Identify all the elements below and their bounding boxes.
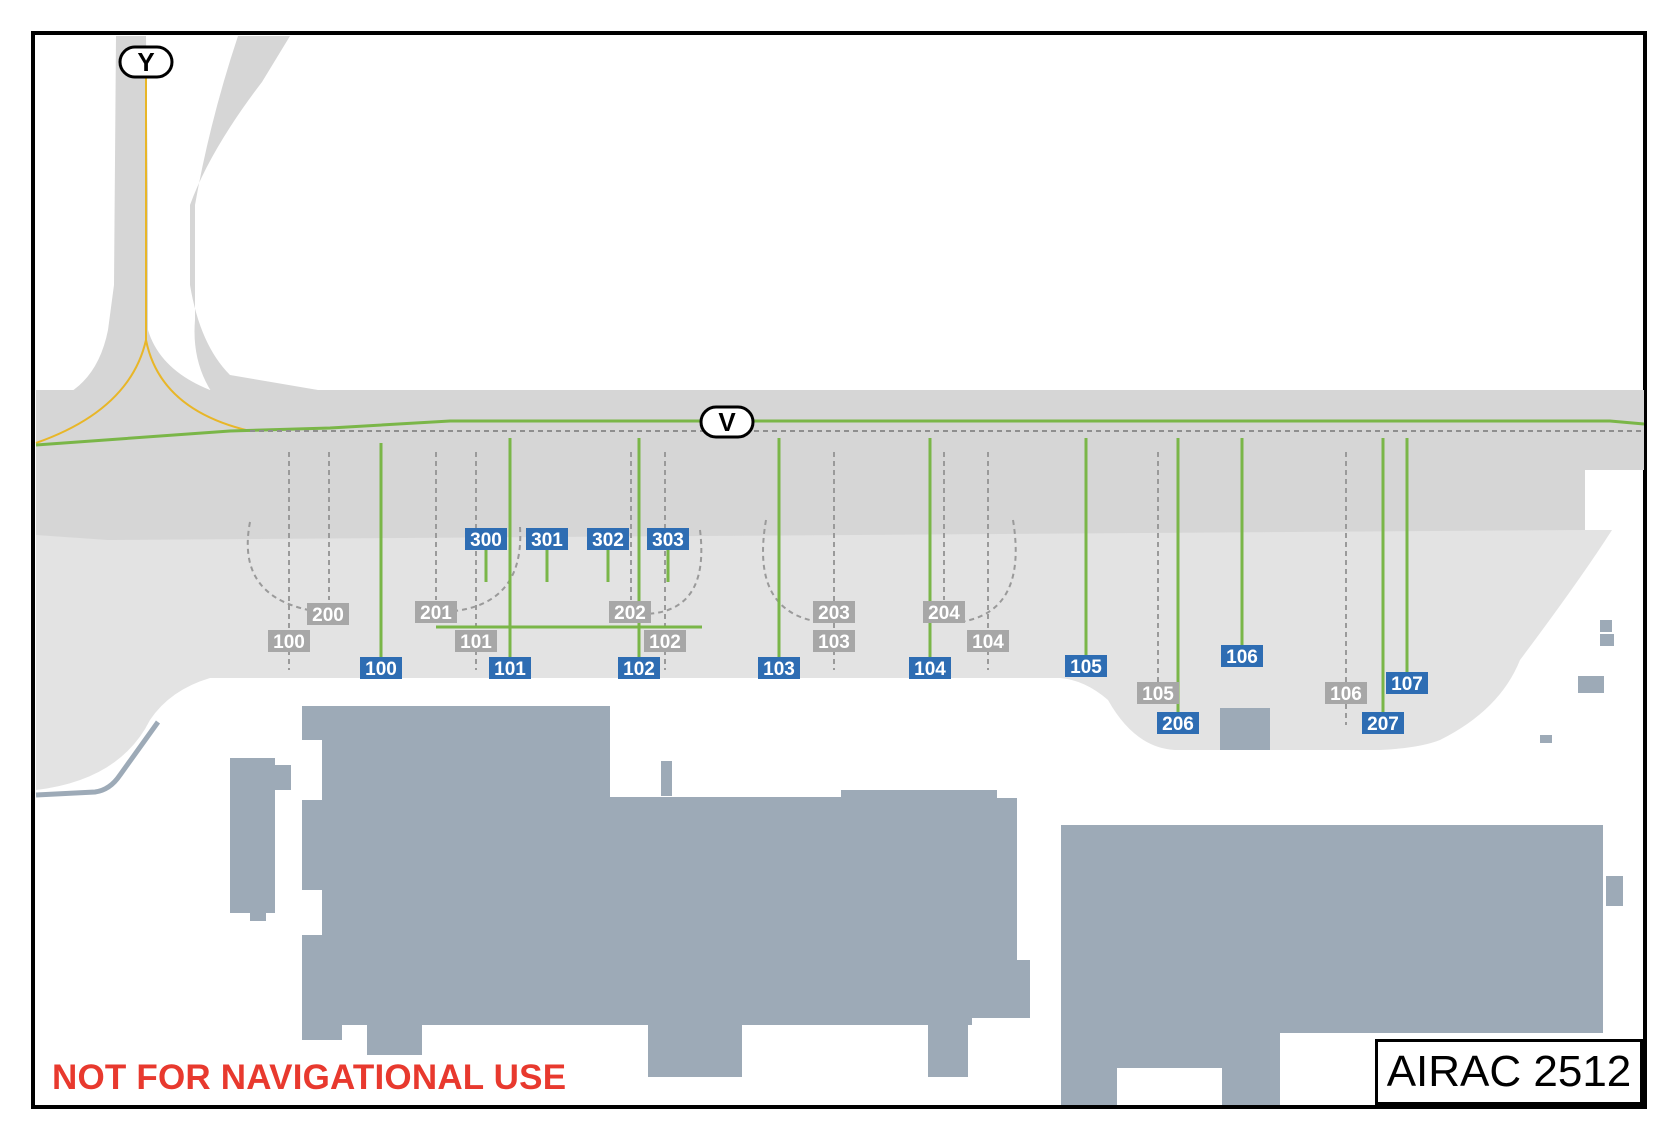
stand-104-text: 104 (914, 659, 946, 680)
alt-stand-label-105: 105 (1137, 682, 1179, 705)
alt-stand-203-text: 203 (818, 603, 850, 624)
alt-stand-204-text: 204 (928, 603, 960, 624)
stand-label-301: 301 (526, 528, 568, 551)
stand-303-text: 303 (652, 530, 684, 551)
alt-stand-label-106: 106 (1325, 682, 1367, 705)
airac-cycle-box: AIRAC 2512 (1375, 1039, 1643, 1105)
stand-label-103: 103 (758, 657, 800, 680)
alt-stand-label-204: 204 (923, 601, 965, 624)
alt-turn-arc (246, 521, 321, 613)
alt-stand-106-text: 106 (1330, 684, 1362, 705)
service-road (35, 720, 161, 798)
stand-label-302: 302 (587, 528, 629, 551)
stand-label-106: 106 (1221, 645, 1263, 668)
building-annex-west (230, 758, 275, 913)
alt-stand-label-200: 200 (307, 603, 349, 626)
alt-stand-label-203: 203 (813, 601, 855, 624)
taxiway-y-text: Y (137, 47, 154, 77)
stand-label-206: 206 (1157, 712, 1199, 735)
alt-stand-100-text: 100 (273, 632, 305, 653)
taxiway-y-centerline (35, 60, 147, 444)
alt-stand-label-100: 100 (268, 630, 310, 653)
alt-stand-102-text: 102 (649, 632, 681, 653)
stand-100-text: 100 (365, 659, 397, 680)
alt-stand-104-text: 104 (972, 632, 1004, 653)
building-small-2 (1600, 634, 1614, 646)
stand-300-text: 300 (470, 530, 502, 551)
stand-labels-primary: 100 101 102 103 104 105 106 107 206 207 … (360, 528, 1428, 735)
taxiway-v-centerline (35, 419, 1645, 447)
building-layer (230, 620, 1623, 1105)
building-pillar (661, 761, 672, 796)
alt-stand-201-text: 201 (420, 603, 452, 624)
taxiway-y-curve (145, 339, 251, 432)
building-annex-west-foot (250, 913, 266, 921)
alt-stand-label-102: 102 (644, 630, 686, 653)
stand-label-303: 303 (647, 528, 689, 551)
building-annex-west-tab (275, 765, 291, 790)
stand-label-104: 104 (909, 657, 951, 680)
stand-102-text: 102 (623, 659, 655, 680)
stand-105-text: 105 (1070, 657, 1102, 678)
building-east-tab (1606, 876, 1623, 906)
stand-103-text: 103 (763, 659, 795, 680)
stand-302-text: 302 (592, 530, 624, 551)
stand-label-105: 105 (1065, 655, 1107, 678)
taxiway-curve-surface (190, 36, 330, 420)
alt-stand-103-text: 103 (818, 632, 850, 653)
stand-207-text: 207 (1367, 714, 1399, 735)
stand-label-107: 107 (1386, 672, 1428, 695)
alt-turn-arc (439, 526, 522, 613)
building-stand-block (1220, 708, 1270, 750)
alt-stand-101-text: 101 (460, 632, 492, 653)
building-small-4 (1540, 735, 1552, 743)
stand-101-text: 101 (494, 659, 526, 680)
building-small-3 (1578, 676, 1604, 693)
taxiway-v-text: V (718, 407, 736, 437)
alt-turn-arc (959, 519, 1017, 623)
not-for-navigation-warning: NOT FOR NAVIGATIONAL USE (52, 1058, 567, 1097)
airac-cycle-text: AIRAC 2512 (1386, 1047, 1632, 1096)
stand-107-text: 107 (1391, 674, 1423, 695)
terminal-building-east (1061, 825, 1603, 1105)
taxiway-label-y: Y (118, 45, 174, 79)
stand-labels-alternate: 100 200 201 101 202 102 203 103 204 104 … (268, 601, 1367, 705)
terminal-building-west (302, 706, 1030, 1077)
alt-stand-label-201: 201 (415, 601, 457, 624)
stand-301-text: 301 (531, 530, 563, 551)
alt-stand-label-101: 101 (455, 630, 497, 653)
alt-stand-label-202: 202 (609, 601, 651, 624)
alt-stand-label-104: 104 (967, 630, 1009, 653)
alt-stand-105-text: 105 (1142, 684, 1174, 705)
alt-turn-arc (762, 519, 821, 623)
taxiway-label-v: V (699, 405, 755, 439)
alt-stand-200-text: 200 (312, 605, 344, 626)
stand-label-207: 207 (1362, 712, 1404, 735)
taxiway-y-surface (36, 36, 230, 445)
stand-206-text: 206 (1162, 714, 1194, 735)
taxiway-band-lower (36, 470, 1585, 540)
stand-label-100: 100 (360, 657, 402, 680)
alt-turn-arc (644, 529, 703, 615)
stand-label-102: 102 (618, 657, 660, 680)
stand-label-101: 101 (489, 657, 531, 680)
stand-label-300: 300 (465, 528, 507, 551)
alt-stand-label-103: 103 (813, 630, 855, 653)
stand-106-text: 106 (1226, 647, 1258, 668)
building-small-1 (1600, 620, 1612, 632)
alt-stand-202-text: 202 (614, 603, 646, 624)
